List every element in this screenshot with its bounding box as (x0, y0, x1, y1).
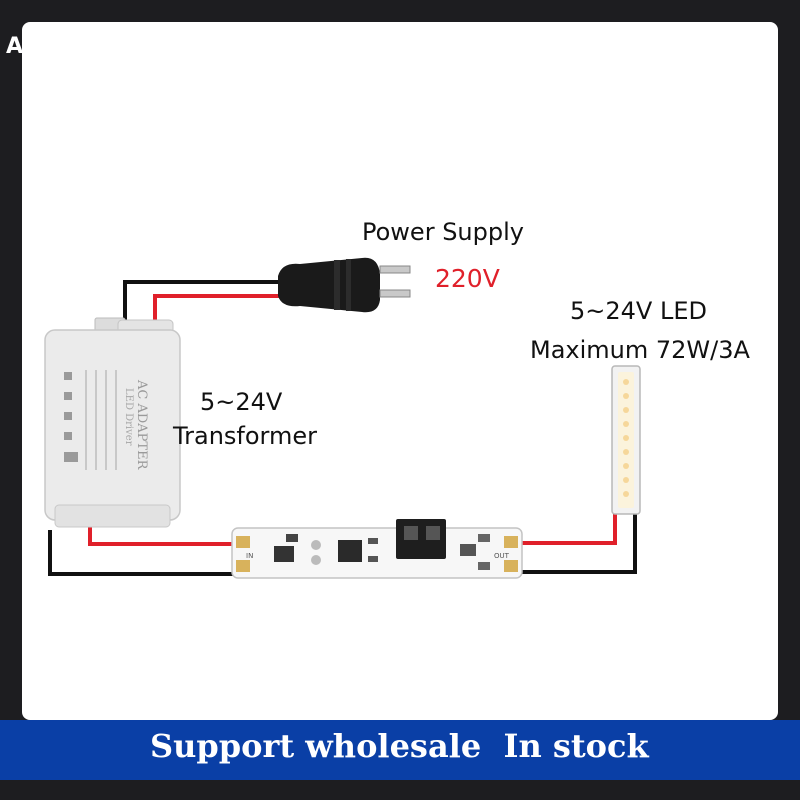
footer-banner (0, 720, 800, 780)
black-wire-board-to-led (520, 510, 637, 574)
black-wire-adapter-to-plug (123, 280, 290, 330)
power-plug (278, 257, 411, 313)
black-wire-adapter-to-board (48, 530, 240, 576)
store-name: A98T Store (6, 34, 144, 59)
transformer-label: Transformer (173, 422, 318, 450)
red-wire-adapter-to-board (88, 525, 240, 546)
footer-banner-text: Support wholesale In stock (150, 727, 649, 765)
red-wire-adapter-to-plug (153, 294, 290, 322)
ac-adapter (44, 317, 181, 528)
led-maximum-label: Maximum 72W/3A (530, 336, 750, 364)
adapter-title-text: AC ADAPTER (134, 379, 149, 471)
red-wire-board-to-led (520, 510, 617, 545)
led-light-bar (611, 365, 641, 515)
board-in-text: IN (246, 552, 253, 560)
controller-board (231, 519, 523, 579)
input-voltage-label: 220V (435, 264, 500, 293)
adapter-subtitle-text: LED Driver (123, 388, 134, 446)
led-voltage-label: 5~24V LED (570, 297, 707, 325)
transformer-voltage-label: 5~24V (200, 388, 283, 416)
power-supply-label: Power Supply (362, 218, 524, 246)
board-out-text: OUT (494, 552, 510, 560)
